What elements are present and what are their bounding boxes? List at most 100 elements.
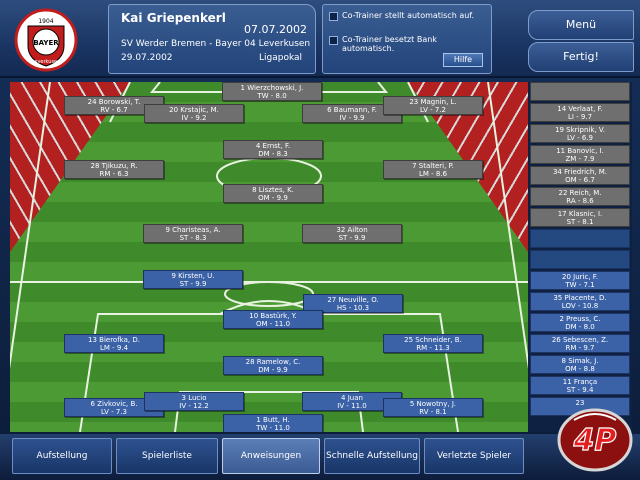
player-chip[interactable]: 6 Zivkovic, B. LV - 7.3 [64, 398, 164, 417]
player-chip[interactable]: 20 Krstajic, M. IV - 9.2 [144, 104, 244, 123]
bottom-tab-bar: Aufstellung Spielerliste Anweisungen Sch… [0, 434, 640, 480]
bench-player-name: 20 Juric, F. [562, 273, 598, 281]
player-chip[interactable]: 13 Bierofka, D. LM - 9.4 [64, 334, 164, 353]
bench-player-name: 35 Placente, D. [553, 294, 607, 302]
bench-slot[interactable]: 20 Juric, F.TW - 7.1 [530, 271, 630, 290]
player-stat: ST - 9.9 [338, 234, 366, 242]
brand-4p-icon: 4P [557, 408, 633, 472]
auto-bench-label: Co-Trainer besetzt Bank automatisch. [342, 35, 437, 53]
player-stat: TW - 8.0 [257, 92, 287, 100]
player-name: 9 Charisteas, A. [165, 226, 221, 234]
coach-name: Kai Griepenkerl [121, 11, 226, 25]
player-name: 5 Nowotny, J. [409, 400, 457, 408]
bench-player-name: 22 Reich, M. [558, 189, 602, 197]
bench-slot[interactable]: 22 Reich, M.RA - 8.6 [530, 187, 630, 206]
player-stat: IV - 12.2 [179, 402, 209, 410]
player-stat: TW - 11.0 [256, 424, 290, 432]
tab-spielerliste[interactable]: Spielerliste [116, 438, 218, 474]
player-stat: OM - 11.0 [255, 320, 291, 328]
player-name: 28 Tjikuzu, R. [90, 162, 138, 170]
player-chip[interactable]: 23 Magnin, L. LV - 7.2 [383, 96, 483, 115]
help-button[interactable]: Hilfe [443, 53, 483, 67]
tab-aufstellung[interactable]: Aufstellung [12, 438, 112, 474]
bench-slot-empty[interactable] [530, 229, 630, 248]
player-name: 10 Bastürk, Y. [249, 312, 297, 320]
player-name: 24 Borowski, T. [87, 98, 141, 106]
player-chip[interactable]: 5 Nowotny, J. RV - 8.1 [383, 398, 483, 417]
header-bar: 1904 BAYER Leverkusen Kai Griepenkerl 07… [0, 0, 640, 78]
bench-player-name: 11 Banovic, I. [556, 147, 604, 155]
current-date: 07.07.2002 [244, 23, 307, 36]
match-title: SV Werder Bremen - Bayer 04 Leverkusen [121, 39, 311, 49]
auto-lineup-label: Co-Trainer stellt automatisch auf. [342, 11, 475, 20]
player-name: 7 Stalteri, P. [412, 162, 454, 170]
player-chip[interactable]: 10 Bastürk, Y. OM - 11.0 [223, 310, 323, 329]
tab-anweisungen[interactable]: Anweisungen [222, 438, 320, 474]
player-name: 1 Wierzchowski, J. [240, 84, 304, 92]
bench-slot[interactable]: 17 Klasnic, I.ST - 8.1 [530, 208, 630, 227]
tab-schnelle-aufstellung[interactable]: Schnelle Aufstellung [324, 438, 420, 474]
player-name: 1 Butt, H. [256, 416, 290, 424]
player-chip[interactable]: 3 Lucio IV - 12.2 [144, 392, 244, 411]
player-chip[interactable]: 1 Butt, H. TW - 11.0 [223, 414, 323, 432]
crest-city: Leverkusen [32, 59, 61, 65]
player-stat: RM - 6.3 [99, 170, 129, 178]
player-chip[interactable]: 28 Tjikuzu, R. RM - 6.3 [64, 160, 164, 179]
bench-slot[interactable]: 11 Banovic, I.ZM - 7.9 [530, 145, 630, 164]
auto-lineup-checkbox[interactable] [329, 12, 338, 21]
auto-bench-checkbox[interactable] [329, 36, 338, 45]
player-stat: ST - 8.3 [179, 234, 207, 242]
bench-player-stat: RA - 8.6 [566, 197, 594, 205]
player-chip[interactable]: 6 Baumann, F. IV - 9.9 [302, 104, 402, 123]
bench-player-stat: ST - 8.1 [566, 218, 594, 226]
crest-year: 1904 [38, 18, 53, 25]
bench-slot[interactable]: 2 Preuss, C.DM - 8.0 [530, 313, 630, 332]
bench-slot[interactable]: 35 Placente, D.LOV - 10.8 [530, 292, 630, 311]
player-name: 13 Bierofka, D. [88, 336, 140, 344]
player-chip[interactable]: 7 Stalteri, P. LM - 8.6 [383, 160, 483, 179]
player-chip[interactable]: 1 Wierzchowski, J. TW - 8.0 [222, 82, 322, 101]
bench-player-stat: DM - 8.0 [565, 323, 595, 331]
player-name: 20 Krstajic, M. [169, 106, 219, 114]
player-chip[interactable]: 9 Kirsten, U. ST - 9.9 [143, 270, 243, 289]
player-name: 6 Zivkovic, B. [90, 400, 138, 408]
player-chip[interactable]: 8 Lisztes, K. OM - 9.9 [223, 184, 323, 203]
finish-button[interactable]: Fertig! [528, 42, 634, 72]
bench-panel: 14 Verlaat, F.LI - 9.7 19 Skripnik, V.LV… [528, 82, 632, 432]
player-stat: ST - 9.9 [179, 280, 207, 288]
crest-name: BAYER [33, 39, 59, 47]
bench-player-name: 8 Simak, J. [561, 357, 599, 365]
player-chip[interactable]: 27 Neuville, O. HS - 10.3 [303, 294, 403, 313]
option-auto-bench[interactable]: Co-Trainer besetzt Bank automatisch. [329, 35, 491, 53]
tab-verletzte-spieler[interactable]: Verletzte Spieler [424, 438, 524, 474]
player-chip[interactable]: 4 Ernst, F. DM - 8.3 [223, 140, 323, 159]
bench-slot[interactable]: 8 Simak, J.OM - 8.8 [530, 355, 630, 374]
player-chip[interactable]: 9 Charisteas, A. ST - 8.3 [143, 224, 243, 243]
bench-slot[interactable]: 26 Sebescen, Z.RM - 9.7 [530, 334, 630, 353]
player-chip[interactable]: 4 Juan IV - 11.0 [302, 392, 402, 411]
options-panel: Co-Trainer stellt automatisch auf. Co-Tr… [322, 4, 492, 74]
match-date: 29.07.2002 [121, 53, 173, 63]
player-name: 4 Ernst, F. [255, 142, 291, 150]
bench-slot[interactable] [530, 82, 630, 101]
menu-button[interactable]: Menü [528, 10, 634, 40]
bench-slot-empty[interactable] [530, 250, 630, 269]
bench-slot[interactable]: 19 Skripnik, V.LV - 6.9 [530, 124, 630, 143]
player-name: 23 Magnin, L. [409, 98, 457, 106]
player-chip[interactable]: 25 Schneider, B. RM - 11.3 [383, 334, 483, 353]
player-stat: RV - 6.7 [100, 106, 128, 114]
bench-player-stat: OM - 8.8 [565, 365, 595, 373]
player-name: 4 Juan [341, 394, 363, 402]
bench-slot[interactable]: 14 Verlaat, F.LI - 9.7 [530, 103, 630, 122]
bench-player-name: 17 Klasnic, I. [557, 210, 603, 218]
bench-slot[interactable]: 34 Friedrich, M.OM - 6.7 [530, 166, 630, 185]
player-chip[interactable]: 28 Ramelow, C. DM - 9.9 [223, 356, 323, 375]
player-stat: LM - 8.6 [418, 170, 448, 178]
player-chip[interactable]: 24 Borowski, T. RV - 6.7 [64, 96, 164, 115]
player-stat: IV - 9.9 [339, 114, 365, 122]
player-chip[interactable]: 32 Ailton ST - 9.9 [302, 224, 402, 243]
player-stat: LV - 7.3 [100, 408, 128, 416]
option-auto-lineup[interactable]: Co-Trainer stellt automatisch auf. [329, 11, 474, 21]
club-crest-icon: 1904 BAYER Leverkusen [14, 8, 78, 72]
